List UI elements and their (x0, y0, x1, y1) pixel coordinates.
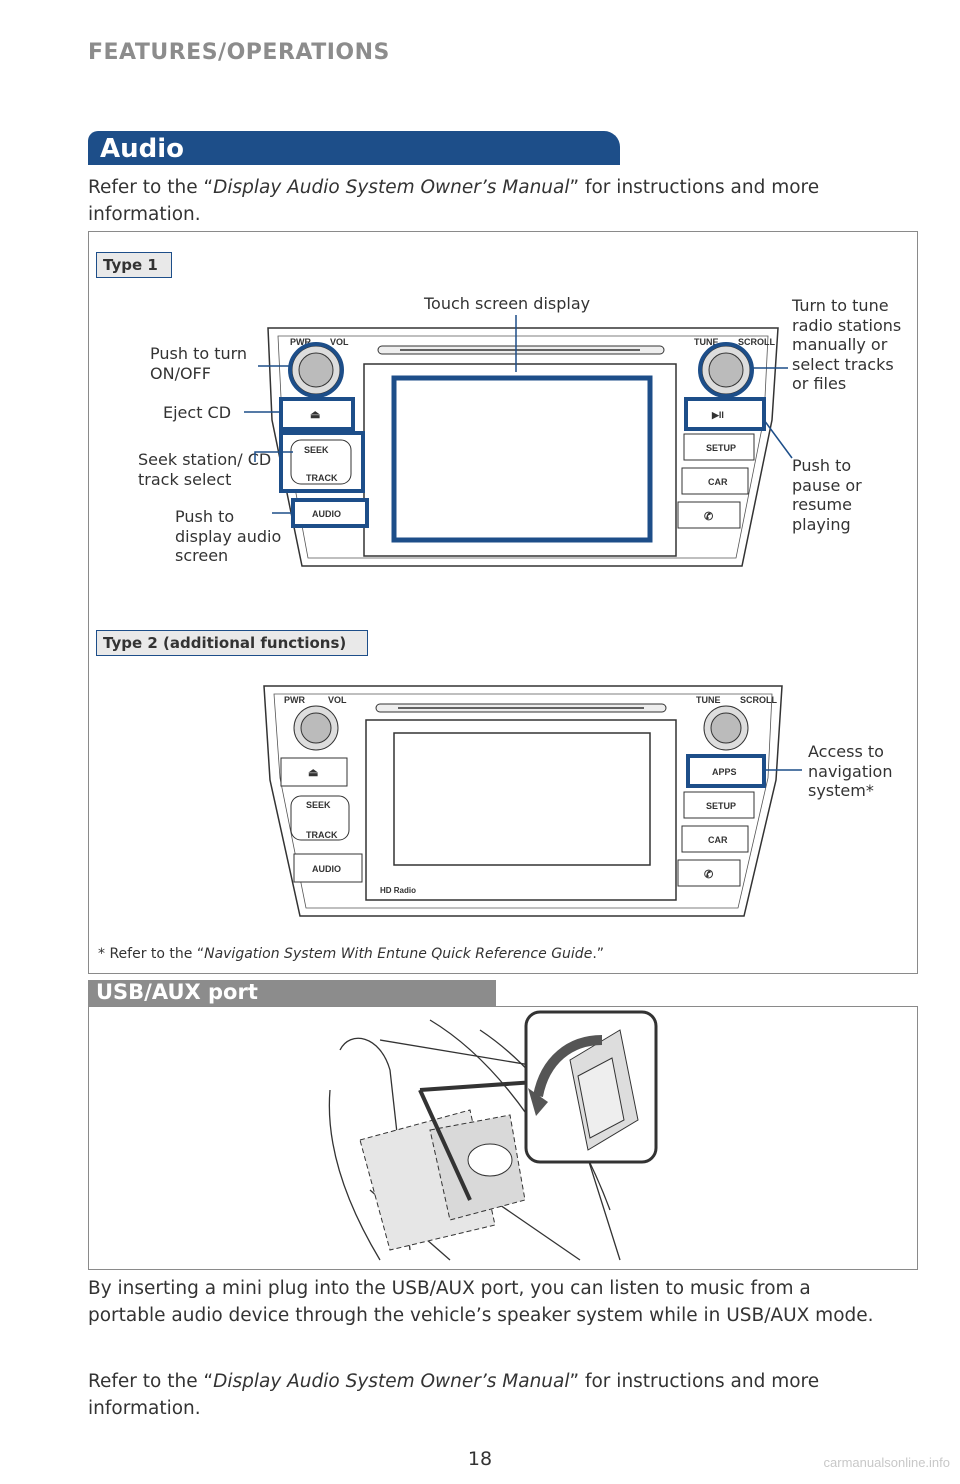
type2-label: Type 2 (additional functions) (96, 630, 368, 656)
type2-vol-label: VOL (328, 695, 347, 705)
type1-track-label: TRACK (306, 473, 338, 483)
footnote-prefix: * Refer to the “ (98, 946, 205, 962)
audio-intro: Refer to the “Display Audio System Owner… (88, 174, 888, 228)
callout-navigation: Access to navigation system* (808, 742, 893, 800)
type1-phone-label: ✆ (704, 511, 713, 523)
type2-car-label: CAR (708, 835, 728, 845)
type2-head-unit: PWR VOL TUNE SCROLL HD Radio ⏏ SEEK TRAC… (263, 685, 802, 917)
usb-port-illustration (328, 1010, 658, 1261)
type2-setup-label: SETUP (706, 801, 736, 811)
callout-eject: Eject CD (163, 403, 232, 422)
footnote-suffix: .” (592, 946, 605, 962)
type2-tune-label: TUNE (696, 695, 721, 705)
type2-apps-label: APPS (712, 767, 737, 777)
type1-label: Type 1 (96, 252, 172, 278)
type1-seek-label: SEEK (304, 445, 329, 455)
site-watermark: carmanualsonline.info (823, 1455, 950, 1470)
intro-suffix: ” for instructions and more information. (88, 177, 820, 225)
usb-section-title: USB/AUX port (96, 980, 258, 1004)
audio-diagram-frame (88, 231, 918, 974)
type1-setup-label: SETUP (706, 443, 736, 453)
type1-head-unit: PWR VOL TUNE SCROLL ⏏ SEEK TRACK AUDIO ▶… (244, 315, 793, 567)
usb-illustration-frame (88, 1006, 918, 1270)
callout-audio-screen: Push to display audio screen (175, 507, 282, 565)
type2-seek-label: SEEK (306, 800, 331, 810)
type2-pwr-label: PWR (284, 695, 305, 705)
footnote-guide-title: Navigation System With Entune Quick Refe… (204, 946, 593, 962)
usb-refer-manual-title: Display Audio System Owner’s Manual (213, 1371, 570, 1392)
type2-track-label: TRACK (306, 830, 338, 840)
section-title: FEATURES/OPERATIONS (88, 40, 390, 65)
usb-refer-prefix: Refer to the “ (88, 1371, 214, 1392)
navigation-footnote: * Refer to the “Navigation System With E… (98, 946, 604, 962)
type2-scroll-label: SCROLL (740, 695, 778, 705)
type1-scroll-label: SCROLL (738, 337, 776, 347)
type1-tune-label: TUNE (694, 337, 719, 347)
type2-audio-label: AUDIO (312, 864, 341, 874)
type1-pwr-label: PWR (290, 337, 311, 347)
callout-pause: Push to pause or resume playing (792, 456, 862, 534)
audio-section-tab: Audio (88, 131, 620, 165)
usb-section-tab: USB/AUX port (88, 980, 496, 1006)
usb-refer: Refer to the “Display Audio System Owner… (88, 1368, 888, 1422)
type2-eject-glyph: ⏏ (308, 767, 319, 779)
type1-eject-glyph: ⏏ (310, 409, 321, 421)
usb-description: By inserting a mini plug into the USB/AU… (88, 1278, 874, 1326)
type1-car-label: CAR (708, 477, 728, 487)
usb-refer-suffix: ” for instructions and more information. (88, 1371, 820, 1419)
callout-tune: Turn to tune radio stations manually or … (792, 296, 902, 393)
type1-audio-label: AUDIO (312, 509, 341, 519)
callout-seek: Seek station/ CD track select (138, 450, 272, 489)
callout-power: Push to turn ON/OFF (150, 344, 248, 383)
type2-hd-radio-label: HD Radio (380, 886, 416, 895)
type1-play-pause-label: ▶II (711, 410, 724, 420)
intro-prefix: Refer to the “ (88, 177, 214, 198)
callout-touch-screen: Touch screen display (424, 294, 591, 313)
type1-vol-label: VOL (330, 337, 349, 347)
page-number: 18 (467, 1448, 493, 1470)
type2-phone-label: ✆ (704, 869, 713, 881)
intro-manual-title: Display Audio System Owner’s Manual (213, 177, 570, 198)
audio-section-title: Audio (100, 134, 185, 164)
